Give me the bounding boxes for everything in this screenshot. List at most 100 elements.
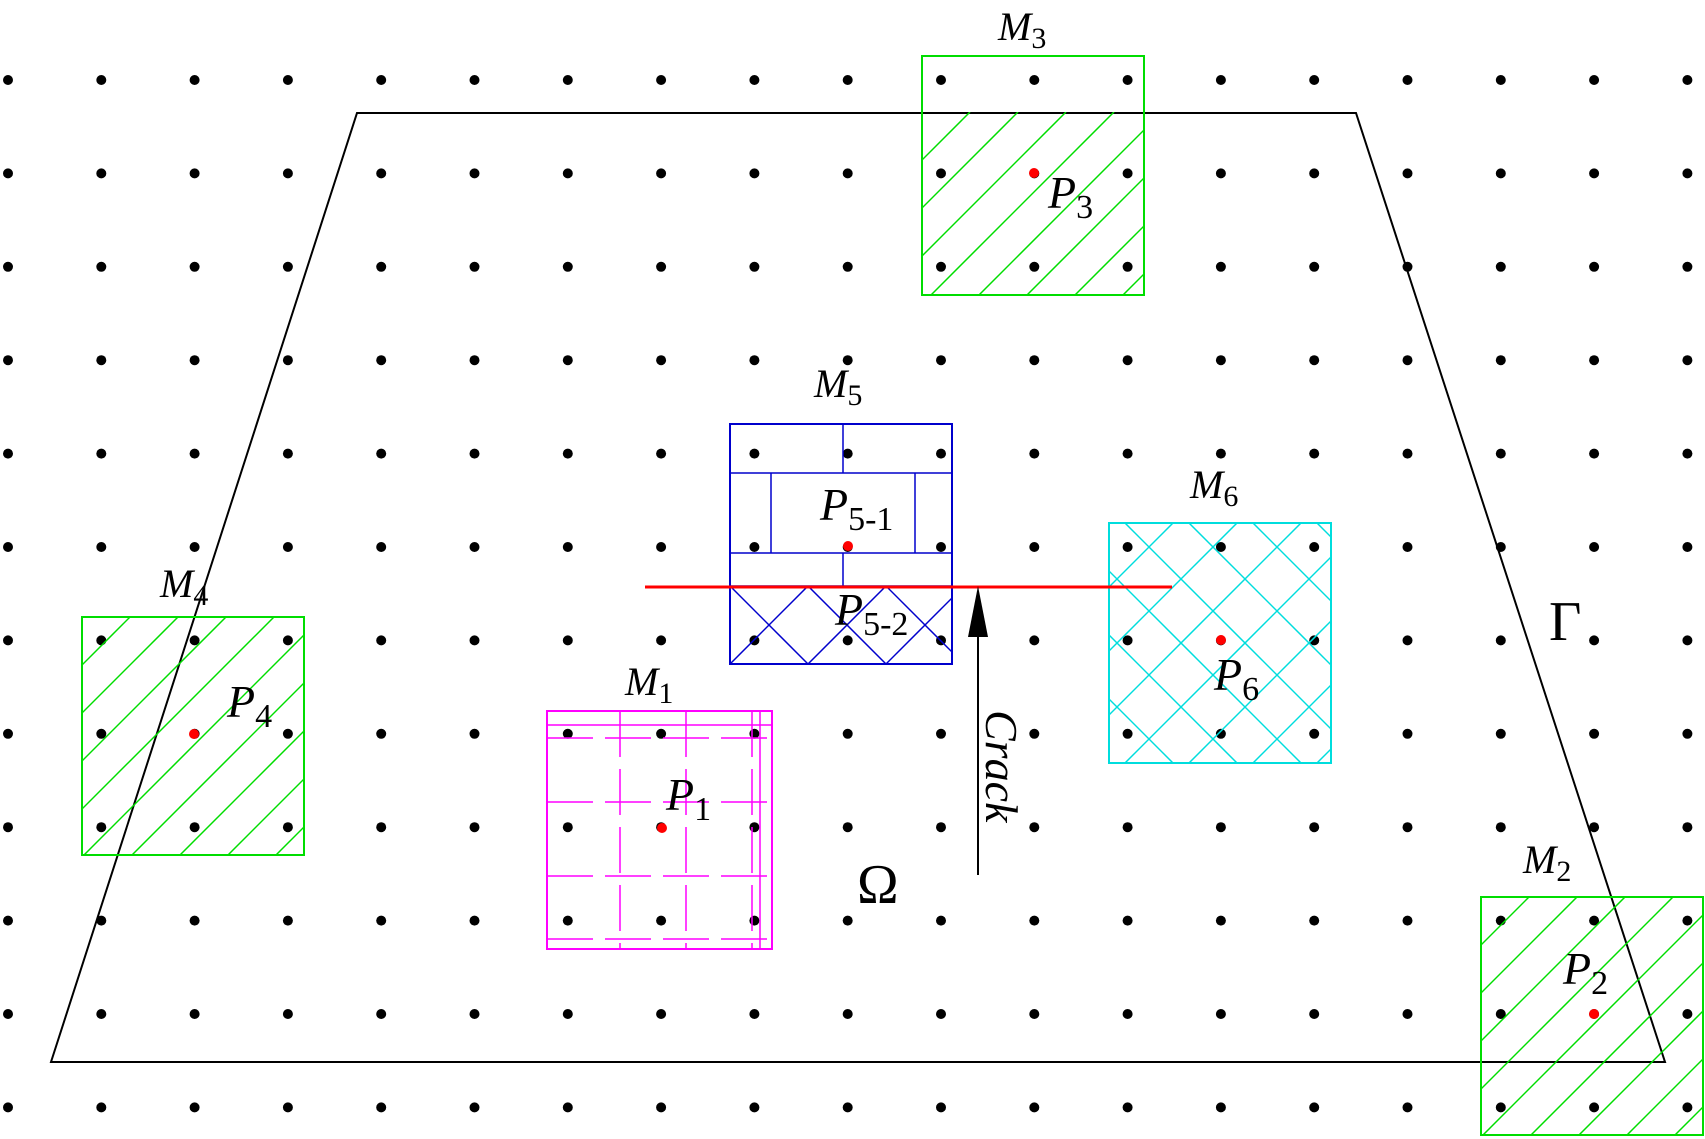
hatch-line — [1122, 272, 1144, 295]
grid-node — [1495, 822, 1506, 833]
label-p6: P6 — [1213, 649, 1259, 708]
grid-node — [562, 448, 573, 459]
grid-node — [1589, 261, 1600, 272]
grid-node — [1309, 168, 1320, 179]
grid-node — [1309, 822, 1320, 833]
grid-node — [1402, 1009, 1413, 1019]
grid-node — [1589, 448, 1600, 459]
grid-node — [1215, 1102, 1226, 1113]
grid-node — [1122, 822, 1133, 833]
hatch-line — [930, 112, 1115, 295]
grid-node — [282, 448, 293, 459]
grid-node — [936, 168, 946, 179]
grid-node — [96, 635, 107, 646]
grid-node — [1682, 168, 1693, 179]
grid-node — [1402, 75, 1413, 85]
grid-node — [189, 355, 200, 366]
grid-node — [562, 261, 573, 272]
grid-node — [936, 1102, 946, 1113]
support-domain-m6 — [1108, 522, 1332, 764]
grid-node — [842, 635, 853, 646]
grid-node — [1402, 355, 1413, 366]
grid-node — [1309, 261, 1320, 272]
hatch-line — [1481, 897, 1626, 1043]
hatch-line — [83, 633, 304, 855]
grid-node — [749, 355, 760, 366]
point-p6 — [1216, 635, 1226, 645]
support-domain-m3 — [921, 55, 1145, 296]
grid-node — [1215, 728, 1226, 739]
hatch-line — [82, 617, 131, 667]
hatch-line — [1482, 913, 1703, 1135]
grid-node — [1495, 75, 1506, 85]
grid-node — [469, 355, 480, 366]
grid-node — [376, 355, 387, 366]
grid-node — [469, 822, 480, 833]
grid-node — [469, 448, 480, 459]
grid-node — [469, 728, 480, 739]
hatch-line — [1109, 697, 1174, 763]
grid-node — [1215, 1009, 1226, 1019]
label-m2: M2 — [1522, 837, 1571, 888]
grid-node — [842, 728, 853, 739]
grid-node — [3, 168, 13, 179]
domain-boundary — [49, 112, 1667, 1063]
grid-node — [936, 822, 946, 833]
grid-node — [376, 635, 387, 646]
grid-node — [1215, 915, 1226, 926]
grid-node — [656, 542, 667, 552]
grid-node — [1682, 542, 1693, 552]
grid-node — [749, 822, 760, 833]
grid-node — [3, 915, 13, 926]
grid-node — [936, 261, 946, 272]
grid-node — [842, 355, 853, 366]
grid-node — [3, 261, 13, 272]
point-p4 — [189, 729, 199, 739]
grid-node — [469, 261, 480, 272]
hatch-line — [1316, 523, 1331, 539]
grid-node — [469, 1102, 480, 1113]
grid-node — [1029, 448, 1040, 459]
hatch-line — [885, 586, 952, 654]
point-p2 — [1589, 1009, 1599, 1019]
grid-node — [96, 448, 107, 459]
label-m1: M1 — [624, 659, 673, 710]
label-m4: M4 — [159, 561, 208, 612]
grid-node — [189, 822, 200, 833]
grid-node — [1589, 542, 1600, 552]
grid-node — [282, 1009, 293, 1019]
grid-node — [1402, 448, 1413, 459]
grid-node — [936, 728, 946, 739]
grid-node — [3, 1102, 13, 1113]
grid-node — [1029, 635, 1040, 646]
hatch-line — [922, 112, 971, 162]
grid-node — [936, 1009, 946, 1019]
grid-node — [282, 261, 293, 272]
grid-node — [376, 728, 387, 739]
grid-node — [469, 168, 480, 179]
grid-node — [189, 168, 200, 179]
grid-node — [96, 261, 107, 272]
grid-node — [656, 635, 667, 646]
grid-node — [1402, 915, 1413, 926]
grid-node — [189, 915, 200, 926]
hatch-line — [1109, 523, 1174, 589]
grid-node — [1495, 1009, 1506, 1019]
grid-node — [1589, 635, 1600, 646]
grid-node — [3, 75, 13, 85]
grid-node — [1402, 168, 1413, 179]
grid-node — [936, 75, 946, 85]
grid-node — [749, 168, 760, 179]
hatch-line — [1252, 683, 1331, 763]
hatch-line — [1124, 523, 1331, 731]
grid-node — [282, 635, 293, 646]
grid-node — [1682, 1102, 1693, 1113]
grid-node — [1122, 542, 1133, 552]
grid-node — [189, 542, 200, 552]
grid-node — [376, 542, 387, 552]
grid-node — [1215, 261, 1226, 272]
grid-node — [1495, 261, 1506, 272]
point-p3 — [1029, 168, 1039, 178]
grid-node — [1495, 448, 1506, 459]
grid-node — [842, 822, 853, 833]
